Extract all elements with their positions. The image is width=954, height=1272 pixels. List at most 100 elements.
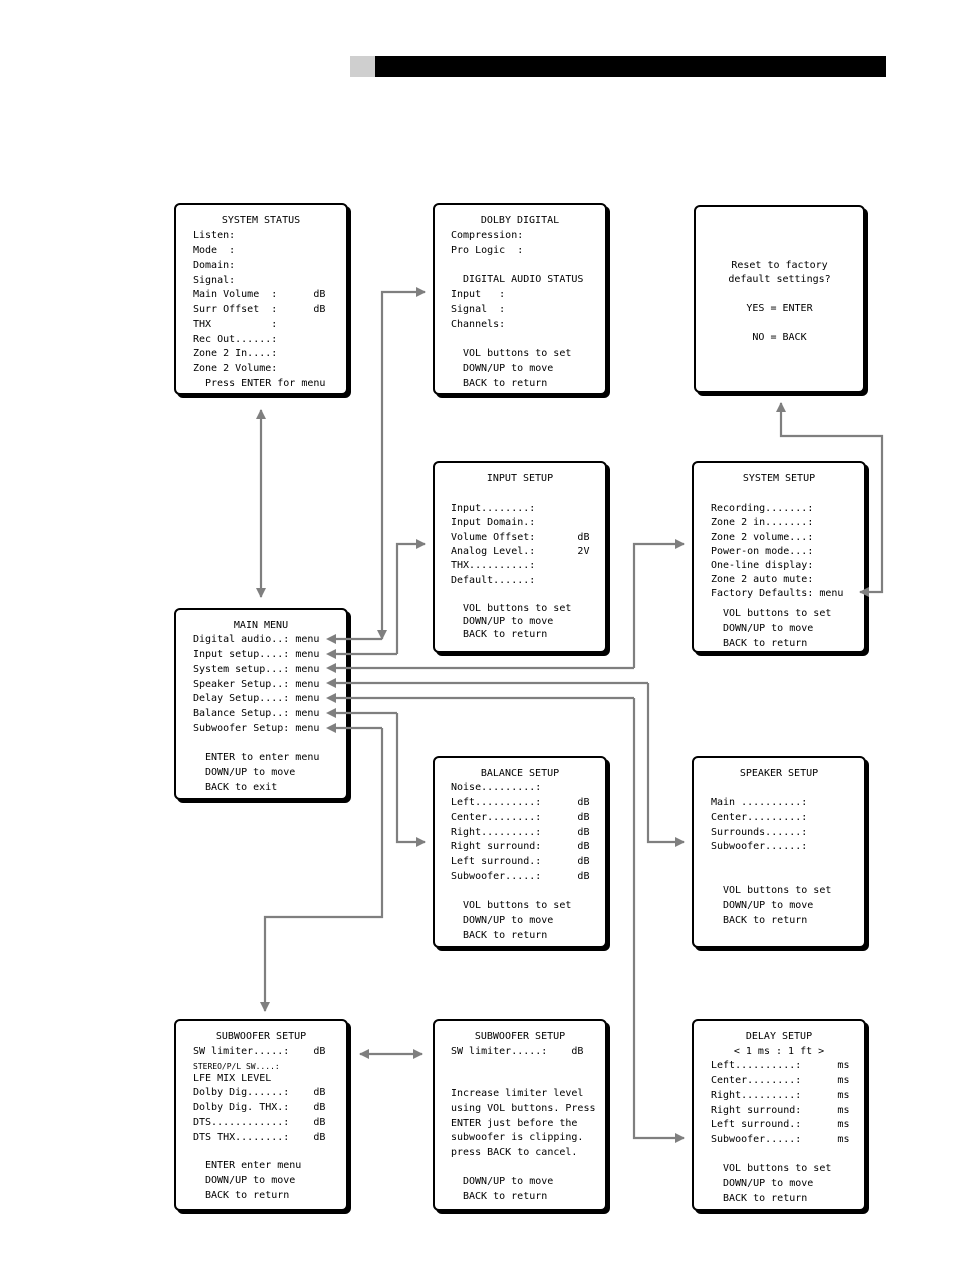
footer-line: ENTER to enter menu — [205, 752, 320, 763]
footer-line: BACK to return — [205, 1190, 290, 1201]
footer-line: BACK to return — [723, 915, 808, 926]
status-line: Rec Out......: — [193, 334, 278, 345]
factory-reset-box: Reset to factory default settings? YES =… — [694, 205, 865, 393]
delay-setup-box: DELAY SETUP < 1 ms : 1 ft > Left........… — [692, 1019, 866, 1211]
balance-line: Right surround: dB — [451, 841, 590, 852]
input-setup-connector — [395, 539, 426, 654]
footer-line: BACK to return — [463, 1191, 548, 1202]
footer-line: VOL buttons to set — [723, 885, 832, 896]
arrowhead — [326, 723, 336, 733]
menu-item-delay-setup: Delay Setup....: menu — [193, 693, 320, 704]
subwoofer-line: DTS THX........: dB — [193, 1132, 326, 1143]
arrowhead — [326, 693, 336, 703]
factory-defaults-connector — [776, 402, 884, 597]
reset-line: default settings? — [728, 274, 831, 285]
digital-audio-status-title: DIGITAL AUDIO STATUS — [463, 274, 584, 285]
status-footer: Press ENTER for menu — [205, 378, 326, 389]
status-line: Zone 2 Volume: — [193, 363, 278, 374]
dolby-line: Signal : — [451, 304, 506, 315]
reset-no: NO = BACK — [752, 332, 807, 343]
subwoofer-limiter-title: SUBWOOFER SETUP — [474, 1031, 566, 1042]
dolby-digital-title: DOLBY DIGITAL — [480, 215, 560, 226]
arrowhead — [326, 678, 336, 688]
sw-limiter-line: SW limiter.....: dB — [451, 1046, 584, 1057]
speaker-setup-box: SPEAKER SETUP Main ..........: Center...… — [692, 756, 866, 948]
delay-line: Subwoofer.....: ms — [711, 1134, 850, 1145]
balance-line: Right.........: dB — [451, 827, 590, 838]
status-line: Signal: — [193, 275, 236, 286]
delay-unit-label: < 1 ms : 1 ft > — [733, 1046, 825, 1057]
menu-item-speaker-setup: Speaker Setup..: menu — [193, 679, 320, 690]
dolby-digital-box: DOLBY DIGITAL Compression: Pro Logic : D… — [433, 203, 607, 395]
status-line: Domain: — [193, 260, 236, 271]
footer-line: BACK to return — [723, 638, 808, 649]
header-bar — [375, 56, 886, 77]
status-line: Mode : — [193, 245, 236, 256]
instruction-line: press BACK to cancel. — [451, 1147, 578, 1158]
balance-line: Left surround.: dB — [451, 856, 590, 867]
input-line: Input Domain.: — [451, 517, 536, 528]
subwoofer-limiter-box: SUBWOOFER SETUP SW limiter.....: dB Incr… — [433, 1019, 607, 1211]
footer-line: VOL buttons to set — [463, 603, 572, 614]
input-line: Volume Offset: dB — [451, 532, 590, 543]
input-setup-title: INPUT SETUP — [486, 473, 554, 484]
delay-line: Left..........: ms — [711, 1060, 850, 1071]
header-tab — [350, 56, 375, 77]
reset-yes: YES = ENTER — [746, 303, 813, 314]
sw-limiter-line: SW limiter.....: dB — [193, 1046, 326, 1057]
delay-line: Right.........: ms — [711, 1090, 850, 1101]
delay-line: Center........: ms — [711, 1075, 850, 1086]
input-line: Default......: — [451, 575, 536, 586]
instruction-line: ENTER just before the — [451, 1118, 578, 1129]
input-line: Analog Level.: 2V — [451, 546, 590, 557]
delay-line: Right surround: ms — [711, 1105, 850, 1116]
speaker-line: Subwoofer......: — [711, 841, 808, 852]
speaker-line: Surrounds......: — [711, 827, 808, 838]
input-line: THX..........: — [451, 560, 536, 571]
footer-line: BACK to exit — [205, 782, 278, 793]
footer-line: DOWN/UP to move — [205, 1175, 296, 1186]
delay-setup-title: DELAY SETUP — [745, 1031, 813, 1042]
balance-line: Subwoofer.....: dB — [451, 871, 590, 882]
speaker-setup-connector — [646, 683, 685, 847]
footer-line: DOWN/UP to move — [723, 900, 814, 911]
status-line: THX : — [193, 319, 278, 330]
menu-item-balance-setup: Balance Setup..: menu — [193, 708, 320, 719]
instruction-line: using VOL buttons. Press — [451, 1103, 596, 1114]
main-menu-title: MAIN MENU — [233, 620, 289, 631]
footer-line: VOL buttons to set — [723, 1163, 832, 1174]
input-setup-box: INPUT SETUP Input........: Input Domain.… — [433, 461, 607, 653]
subwoofer-setup-box: SUBWOOFER SETUP SW limiter.....: dB STER… — [174, 1019, 348, 1211]
subwoofer-line: Dolby Dig......: dB — [193, 1087, 326, 1098]
balance-setup-box: BALANCE SETUP Noise.........: Left......… — [433, 756, 607, 948]
balance-setup-title: BALANCE SETUP — [480, 768, 560, 779]
instruction-line: Increase limiter level — [451, 1088, 584, 1099]
status-line: Zone 2 In....: — [193, 348, 278, 359]
system-setup-connector — [632, 539, 685, 668]
footer-line: BACK to return — [463, 629, 548, 640]
footer-line: BACK to return — [463, 930, 548, 941]
balance-setup-connector — [395, 713, 426, 847]
dolby-line: Input : — [451, 289, 506, 300]
status-line: Surr Offset : dB — [193, 304, 326, 315]
dolby-line: Compression: — [451, 230, 524, 241]
balance-line: Noise.........: — [451, 782, 542, 793]
dolby-line: Channels: — [451, 319, 506, 330]
footer-line: VOL buttons to set — [463, 348, 572, 359]
lfe-mix-level-label: LFE MIX LEVEL — [193, 1073, 272, 1084]
footer-line: BACK to return — [723, 1193, 808, 1204]
arrowhead — [326, 634, 336, 644]
system-setup-line: Recording.......: — [711, 503, 814, 514]
system-status-title: SYSTEM STATUS — [221, 215, 301, 226]
delay-setup-connector — [632, 698, 685, 1143]
menu-item-digital-audio: Digital audio..: menu — [193, 634, 320, 645]
stereo-pl-sw-line: STEREO/P/L SW....: — [193, 1062, 280, 1071]
footer-line: ENTER enter menu — [205, 1160, 302, 1171]
speaker-setup-title: SPEAKER SETUP — [739, 768, 819, 779]
footer-line: VOL buttons to set — [723, 608, 832, 619]
menu-item-input-setup: Input setup....: menu — [193, 649, 320, 660]
arrowhead — [326, 649, 336, 659]
balance-line: Left..........: dB — [451, 797, 590, 808]
menu-item-system-setup: System setup...: menu — [193, 664, 320, 675]
